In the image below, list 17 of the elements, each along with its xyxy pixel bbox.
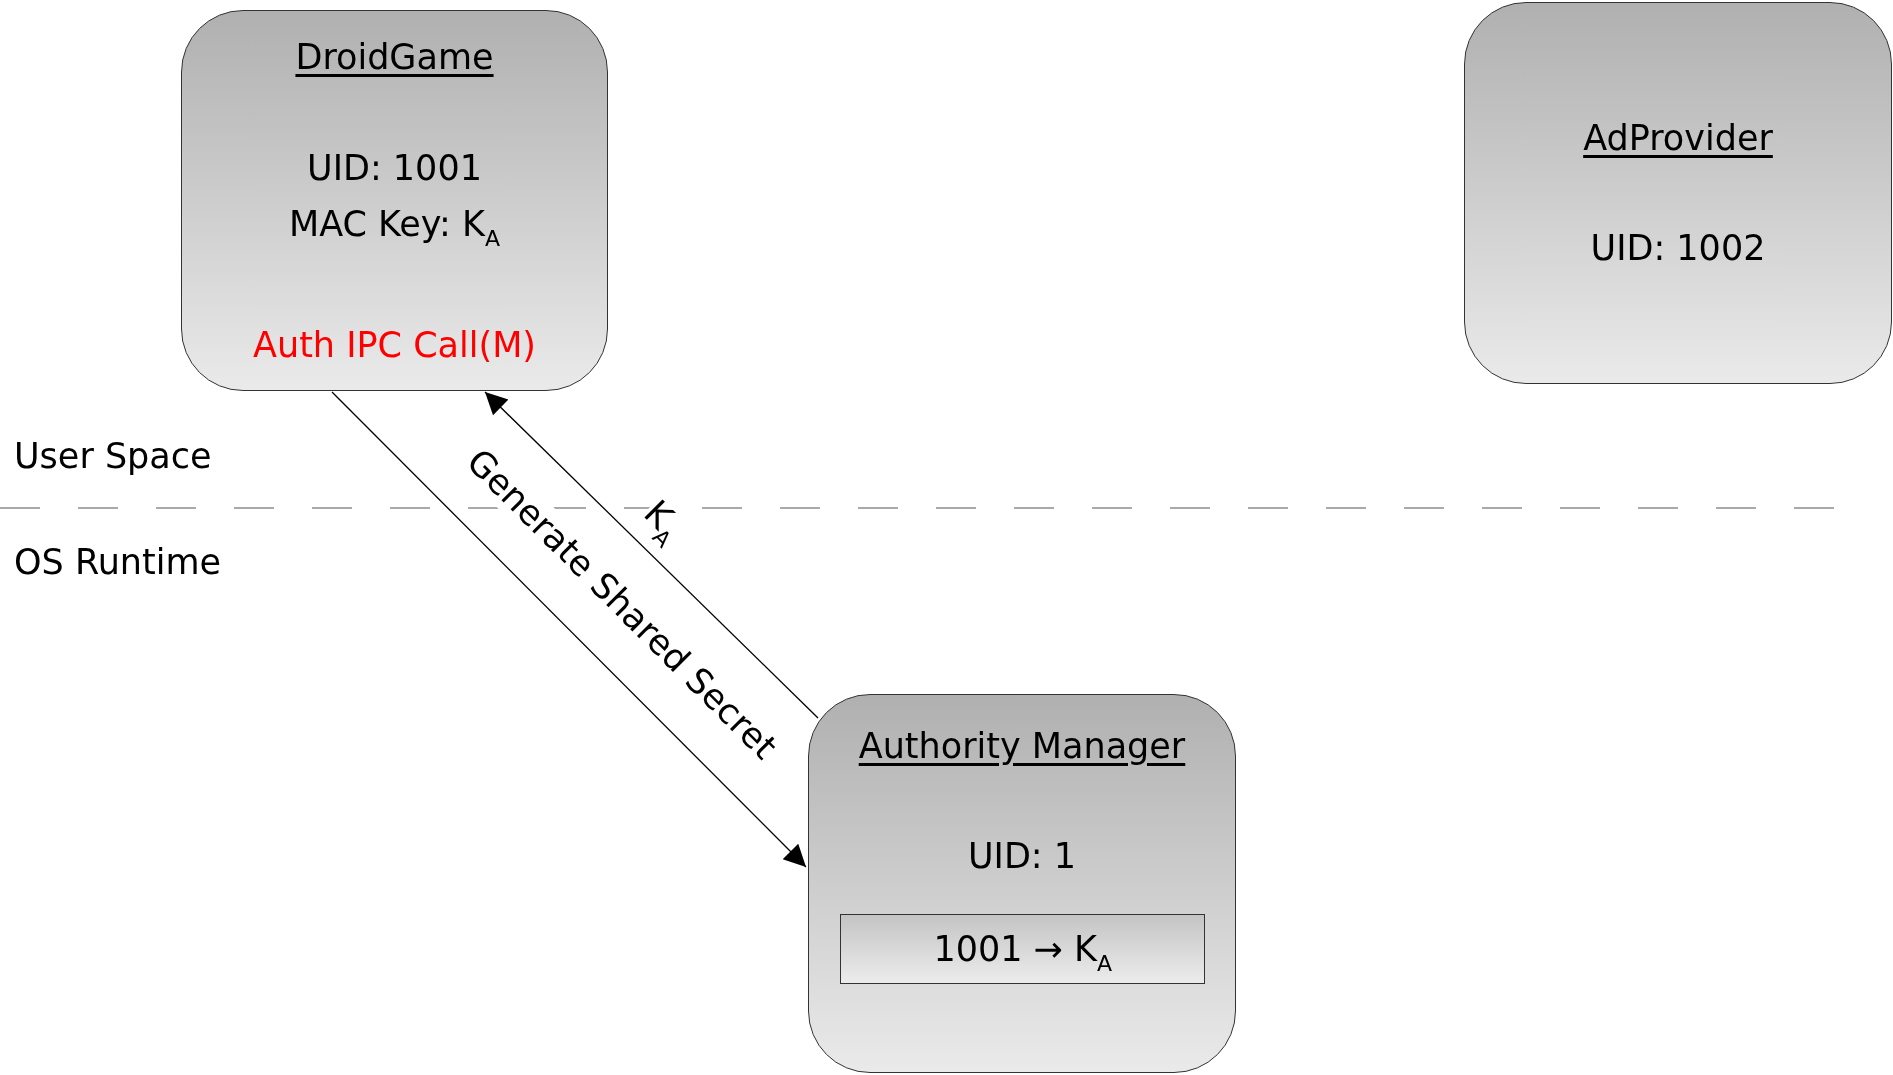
box-text: UID: 1 bbox=[967, 835, 1077, 878]
box-title: Authority Manager bbox=[858, 725, 1186, 768]
arrow bbox=[331, 391, 807, 868]
box-text: UID: 1002 bbox=[1590, 227, 1766, 270]
mapping-box bbox=[840, 914, 1206, 984]
box-text: Auth IPC Call(M) bbox=[253, 324, 536, 367]
process-box bbox=[808, 694, 1236, 1073]
box-title: AdProvider bbox=[1583, 117, 1773, 160]
box-text: 1001 → K$_{A}$ bbox=[933, 928, 1113, 971]
layer-label: OS Runtime bbox=[14, 541, 222, 584]
box-text: UID: 1001 bbox=[307, 147, 482, 190]
layer-label: User Space bbox=[14, 435, 212, 478]
arrow bbox=[484, 391, 819, 719]
box-text: MAC Key: K$_{A}$ bbox=[289, 203, 500, 246]
box-title: DroidGame bbox=[295, 36, 494, 79]
process-box bbox=[181, 10, 608, 391]
process-box bbox=[1464, 2, 1892, 384]
